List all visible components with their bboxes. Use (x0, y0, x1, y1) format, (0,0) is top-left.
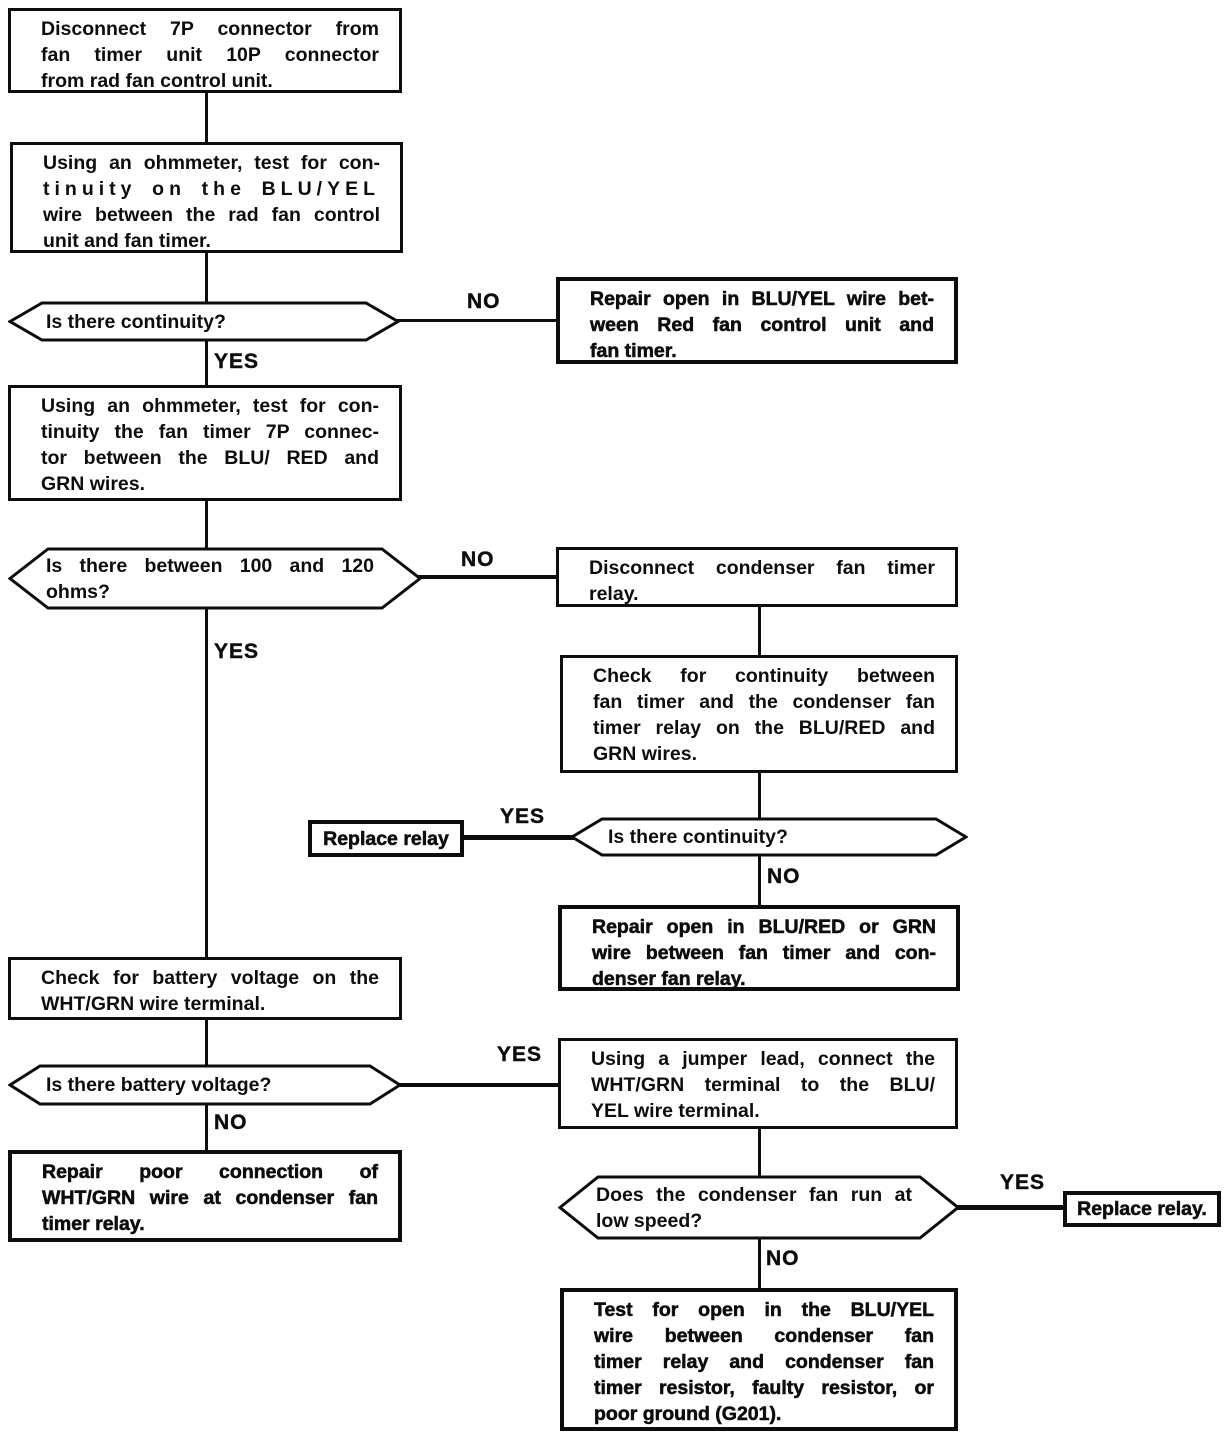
text-line: wire between the rad fan control (43, 204, 380, 226)
text-line: timer relay. (42, 1213, 145, 1236)
text-line: Is there between 100 and 120 (46, 554, 374, 577)
connector-decision2-yes-long (205, 608, 208, 958)
text-line: low speed? (596, 1209, 703, 1232)
text-line: fan timer unit 10P connector (41, 44, 379, 66)
text-line: unit and fan timer. (43, 230, 211, 252)
text-line: Using an ohmmeter, test for con- (43, 152, 380, 174)
branch-label-no-3: NO (767, 865, 801, 888)
text-line: Does the condenser fan run at (596, 1183, 912, 1206)
connector-decision5-no (758, 1238, 761, 1290)
connector-g-to-h (758, 605, 761, 657)
connector-b-to-decision1 (205, 252, 208, 302)
text-line: Repair open in BLU/RED or GRN (592, 916, 937, 939)
text-line: Is there battery voltage? (46, 1074, 272, 1096)
branch-label-no-2: NO (461, 548, 495, 571)
text-line: wire between condenser fan (594, 1325, 935, 1348)
connector-a-to-b (205, 92, 208, 143)
text-line: Repair open in BLU/YEL wire bet- (590, 288, 935, 311)
step-disconnect-condenser-relay: Disconnect condenser fan timer relay. (556, 547, 958, 607)
text-line: Replace relay. (1077, 1198, 1207, 1221)
hexagon-shape (570, 817, 968, 857)
hexagon-text: Is there continuity? (570, 817, 968, 857)
connector-decision4-no (205, 1104, 208, 1151)
decision-is-there-continuity-2: Is there continuity? (570, 817, 968, 857)
branch-label-yes-1: YES (214, 350, 260, 373)
text-line: GRN wires. (593, 743, 698, 765)
connector-decision1-no (396, 319, 558, 322)
branch-label-no-5: NO (766, 1247, 800, 1270)
action-replace-relay-second: Replace relay. (1063, 1191, 1221, 1227)
text-line: fan timer. (590, 340, 677, 363)
branch-label-yes-2: YES (214, 640, 260, 663)
text-line: Using a jumper lead, connect the (591, 1048, 935, 1070)
text-line: from rad fan control unit. (41, 70, 273, 92)
hexagon-text: Is there battery voltage? (8, 1064, 402, 1106)
text-line: ween Red fan control unit and (590, 314, 935, 337)
decision-does-fan-run-low-speed: Does the condenser fan run at low speed? (558, 1175, 960, 1240)
text-line: Is there continuity? (46, 310, 226, 333)
branch-label-no-1: NO (467, 290, 501, 313)
step-disconnect-connectors: Disconnect 7P connector from fan timer u… (8, 8, 402, 93)
connector-decision2-no (418, 575, 558, 579)
connector-decision3-no (758, 855, 761, 907)
connector-e-to-decision2 (205, 500, 208, 548)
branch-label-yes-4: YES (497, 1043, 543, 1066)
text-line: ohms? (46, 580, 110, 603)
connector-decision3-yes (462, 835, 574, 840)
hexagon-text: Does the condenser fan run at low speed? (558, 1175, 960, 1240)
connector-o-to-decision5 (758, 1127, 761, 1177)
text-line: Check for continuity between (593, 665, 935, 687)
decision-is-100-120-ohms: Is there between 100 and 120 ohms? (8, 547, 422, 610)
text-line: Disconnect condenser fan timer (589, 557, 935, 579)
text-line: relay. (589, 583, 639, 605)
step-test-blu-yel-continuity: Using an ohmmeter, test for con- tinuity… (10, 142, 403, 253)
step-check-relay-continuity: Check for continuity between fan timer a… (560, 655, 958, 773)
connector-decision4-yes (398, 1083, 558, 1087)
branch-label-yes-3: YES (500, 805, 546, 828)
text-line: timer resistor, faulty resistor, or (594, 1377, 935, 1400)
branch-label-yes-5: YES (1000, 1171, 1046, 1194)
action-repair-wht-grn-connection: Repair poor connection of WHT/GRN wire a… (8, 1150, 402, 1242)
text-line: Repair poor connection of (42, 1161, 379, 1184)
text-line: tor between the BLU/ RED and (41, 447, 379, 469)
text-line: Test for open in the BLU/YEL (594, 1299, 935, 1322)
text-line: WHT/GRN terminal to the BLU/ (591, 1074, 935, 1096)
text-line: YEL wire terminal. (591, 1100, 760, 1122)
step-test-7p-connector: Using an ohmmeter, test for con- tinuity… (8, 385, 402, 501)
text-line: Disconnect 7P connector from (41, 18, 379, 40)
text-line: fan timer and the condenser fan (593, 691, 935, 713)
action-repair-blu-red-grn-wire: Repair open in BLU/RED or GRN wire betwe… (558, 905, 960, 991)
hexagon-text: Is there between 100 and 120 ohms? (8, 547, 422, 610)
text-line: WHT/GRN wire at condenser fan (42, 1187, 379, 1210)
text-line: Using an ohmmeter, test for con- (41, 395, 379, 417)
text-line: timer relay on the BLU/RED and (593, 717, 935, 739)
text-line: denser fan relay. (592, 968, 746, 991)
text-line: GRN wires. (41, 473, 146, 495)
connector-h-to-decision3 (758, 771, 761, 819)
text-line: Is there continuity? (608, 826, 788, 848)
step-check-battery-voltage: Check for battery voltage on the WHT/GRN… (8, 957, 402, 1020)
step-jumper-lead: Using a jumper lead, connect the WHT/GRN… (558, 1038, 958, 1129)
text-line: timer relay and condenser fan (594, 1351, 935, 1374)
text-line: Replace relay (323, 827, 449, 850)
branch-label-no-4: NO (214, 1111, 248, 1134)
decision-is-there-continuity-1: Is there continuity? (8, 301, 400, 342)
text-line: WHT/GRN wire terminal. (41, 993, 266, 1015)
connector-m-to-decision4 (205, 1018, 208, 1066)
hexagon-text: Is there continuity? (8, 301, 400, 342)
action-replace-relay-first: Replace relay (308, 820, 464, 857)
text-line: wire between fan timer and con- (592, 942, 937, 965)
connector-decision1-yes (205, 340, 208, 386)
text-line: Check for battery voltage on the (41, 967, 379, 989)
action-test-open-blu-yel: Test for open in the BLU/YEL wire betwee… (560, 1288, 958, 1431)
text-line: tinuity the fan timer 7P connec- (41, 421, 379, 443)
action-repair-blu-yel-wire: Repair open in BLU/YEL wire bet- ween Re… (556, 277, 958, 364)
decision-is-battery-voltage: Is there battery voltage? (8, 1064, 402, 1106)
connector-decision5-yes (956, 1205, 1064, 1210)
text-line: poor ground (G201). (594, 1403, 782, 1426)
text-line: tinuity on the BLU/YEL (43, 178, 380, 200)
